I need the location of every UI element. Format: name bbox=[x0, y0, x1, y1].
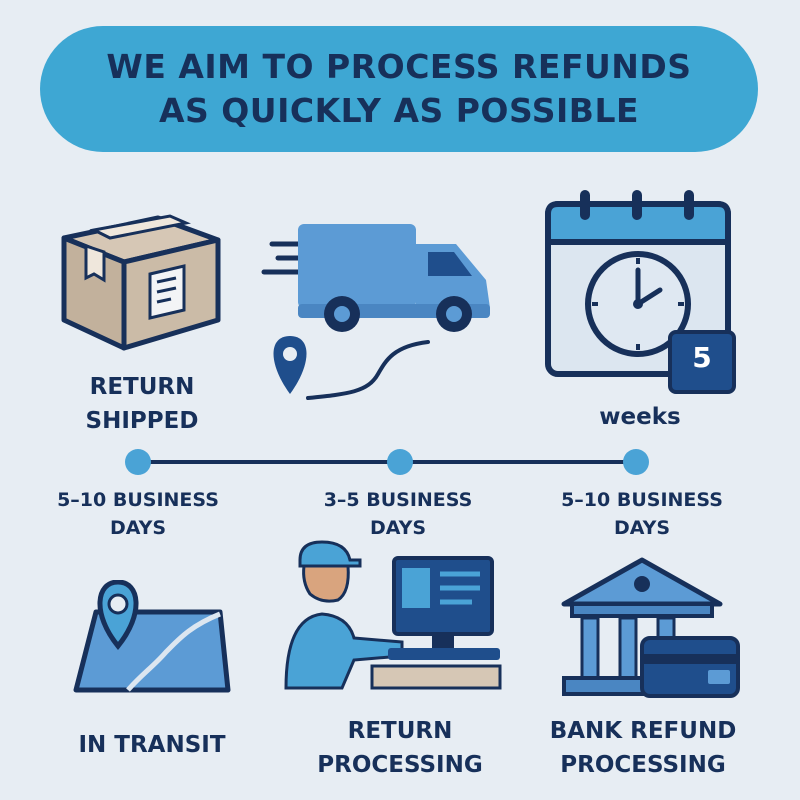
calendar-clock-icon bbox=[545, 190, 736, 394]
timeline-dot-3 bbox=[623, 449, 649, 475]
bank-card-icon bbox=[561, 557, 740, 698]
map-pin-icon bbox=[73, 580, 231, 693]
bank-refund-processing-label: BANK REFUND PROCESSING bbox=[549, 718, 737, 778]
timeline-dot-2 bbox=[387, 449, 413, 475]
header-banner: WE AIM TO PROCESS REFUNDS AS QUICKLY AS … bbox=[40, 26, 758, 152]
duration-label-3: 5–10 BUSINESS DAYS bbox=[561, 489, 723, 539]
header-title-line-1: WE AIM TO PROCESS REFUNDS bbox=[106, 47, 692, 86]
in-transit-label: IN TRANSIT bbox=[78, 732, 226, 758]
timeline-dot-1 bbox=[125, 449, 151, 475]
worker-computer-icon bbox=[284, 540, 502, 690]
weeks-label: weeks bbox=[599, 404, 681, 430]
package-box-icon bbox=[61, 214, 221, 351]
delivery-truck-icon bbox=[261, 224, 490, 400]
duration-label-2: 3–5 BUSINESS DAYS bbox=[323, 489, 473, 539]
duration-label-1: 5–10 BUSINESS DAYS bbox=[57, 489, 219, 539]
return-shipped-label: RETURN SHIPPED bbox=[85, 374, 199, 434]
header-title-line-2: AS QUICKLY AS POSSIBLE bbox=[158, 91, 640, 130]
return-processing-label: RETURN PROCESSING bbox=[317, 718, 483, 778]
calendar-badge-number: 5 bbox=[692, 341, 712, 374]
